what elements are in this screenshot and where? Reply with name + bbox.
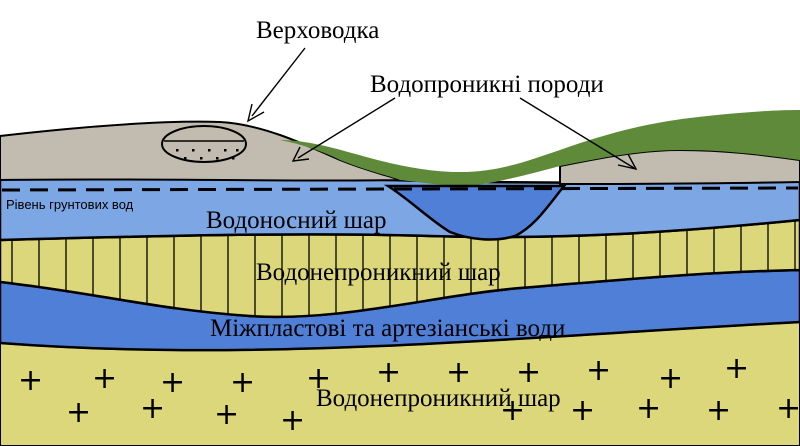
bedrock-cross: + — [66, 395, 91, 430]
bedrock-cross: + — [724, 351, 749, 386]
arrowhead-right-rocks — [617, 153, 638, 171]
label-lower-impermeable: Водонепроникний шар — [316, 385, 561, 412]
label-groundwater-level: Рівень грунтових вод — [6, 197, 134, 212]
bedrock-cross: + — [18, 363, 43, 398]
label-upper-impermeable: Водонепроникний шар — [256, 259, 501, 286]
perched-water-dots — [176, 149, 239, 160]
bedrock-cross: + — [706, 393, 731, 428]
water-dot — [200, 157, 203, 160]
pointer-arrows — [246, 47, 638, 171]
vegetation-surface — [280, 110, 800, 186]
water-dot — [176, 149, 179, 152]
bedrock-cross: + — [446, 355, 471, 390]
bedrock-cross: + — [280, 403, 305, 438]
arrow-to-perched-water — [251, 47, 306, 117]
bedrock-cross: + — [214, 397, 239, 432]
water-dot — [216, 157, 219, 160]
bedrock-cross: + — [306, 361, 331, 396]
water-dot — [192, 149, 195, 152]
water-dot — [232, 157, 235, 160]
bedrock-cross: + — [636, 391, 661, 426]
label-permeable-rocks: Водопроникні породи — [370, 71, 604, 98]
arrow-to-right-rocks — [519, 97, 635, 169]
arrowhead-perched-water — [246, 103, 265, 123]
bedrock-cross: + — [140, 391, 165, 426]
label-perched-water: Верховодка — [256, 17, 379, 44]
water-dot — [208, 149, 211, 152]
bedrock-cross: + — [570, 393, 595, 428]
bedrock-cross: + — [160, 365, 185, 400]
bedrock-cross: + — [376, 355, 401, 390]
water-dot — [184, 157, 187, 160]
bedrock-cross: + — [230, 365, 255, 400]
bedrock-cross: + — [586, 353, 611, 388]
groundwater-level-line — [1, 186, 799, 192]
bedrock-cross: + — [92, 361, 117, 396]
perched-water-lens — [161, 125, 247, 163]
label-aquifer: Водоносний шар — [206, 207, 387, 234]
bedrock-cross: + — [500, 393, 525, 428]
water-dot — [236, 149, 239, 152]
arrow-to-left-rocks — [297, 97, 396, 159]
label-artesian-water: Міжпластові та артезіанські води — [210, 315, 565, 342]
arrowhead-left-rocks — [291, 146, 310, 162]
water-dot — [224, 149, 227, 152]
bedrock-cross: + — [516, 355, 541, 390]
bedrock-cross: + — [776, 391, 800, 426]
bedrock-crosses: ++++++++++++++++++++ — [18, 351, 800, 438]
bedrock-cross: + — [658, 361, 683, 396]
valley-water — [383, 184, 567, 241]
